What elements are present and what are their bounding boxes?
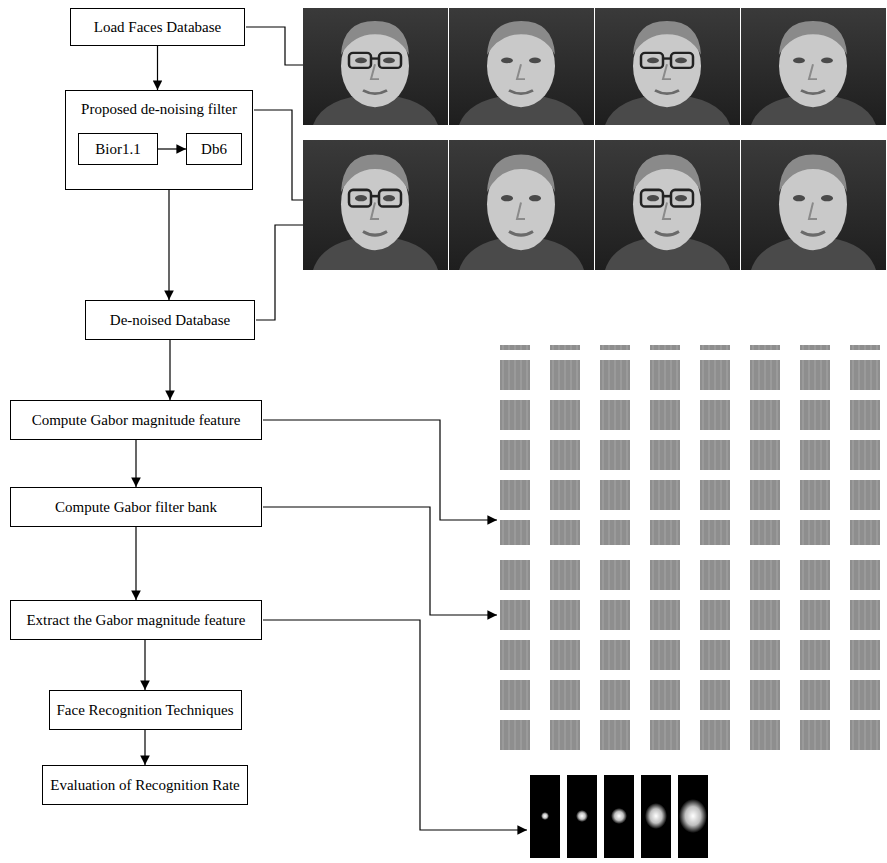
box-label: Face Recognition Techniques [57,701,234,719]
process-box: Face Recognition Techniques [49,690,242,730]
flow-arrow [135,440,136,487]
process-box: Db6 [186,133,242,165]
leader-lines [246,27,527,830]
gaussian-kernels [530,775,708,858]
process-box: Evaluation of Recognition Rate [42,765,248,805]
process-box: Load Faces Database [70,8,245,46]
flow-arrow [144,640,145,690]
face-photos [303,8,886,125]
box-label: Compute Gabor magnitude feature [32,411,241,429]
denoised-face-photos [303,140,886,270]
flow-arrow [158,148,186,149]
flow-arrow [169,340,170,400]
process-box: Bior1.1 [78,133,158,165]
process-box: Compute Gabor filter bank [10,487,262,527]
process-box: Extract the Gabor magnitude feature [10,600,262,640]
gabor-grid [500,345,887,545]
process-box: De-noised Database [85,300,255,340]
box-label: De-noised Database [110,311,230,329]
box-label: Load Faces Database [94,18,221,36]
flow-arrow [144,730,145,765]
box-label: Extract the Gabor magnitude feature [26,611,245,629]
process-box: Compute Gabor magnitude feature [10,400,262,440]
flow-arrow [157,46,158,90]
flow-arrow [168,190,169,300]
group-box: Proposed de-noising filterBior1.1 Db6 [65,90,253,190]
box-label: Bior1.1 [95,140,140,158]
flow-arrow [135,527,136,600]
box-label: Compute Gabor filter bank [55,498,217,516]
box-label: Db6 [201,140,227,158]
box-label: Evaluation of Recognition Rate [50,776,240,794]
box-label: Proposed de-noising filter [81,100,237,118]
gabor-grid [500,560,887,760]
